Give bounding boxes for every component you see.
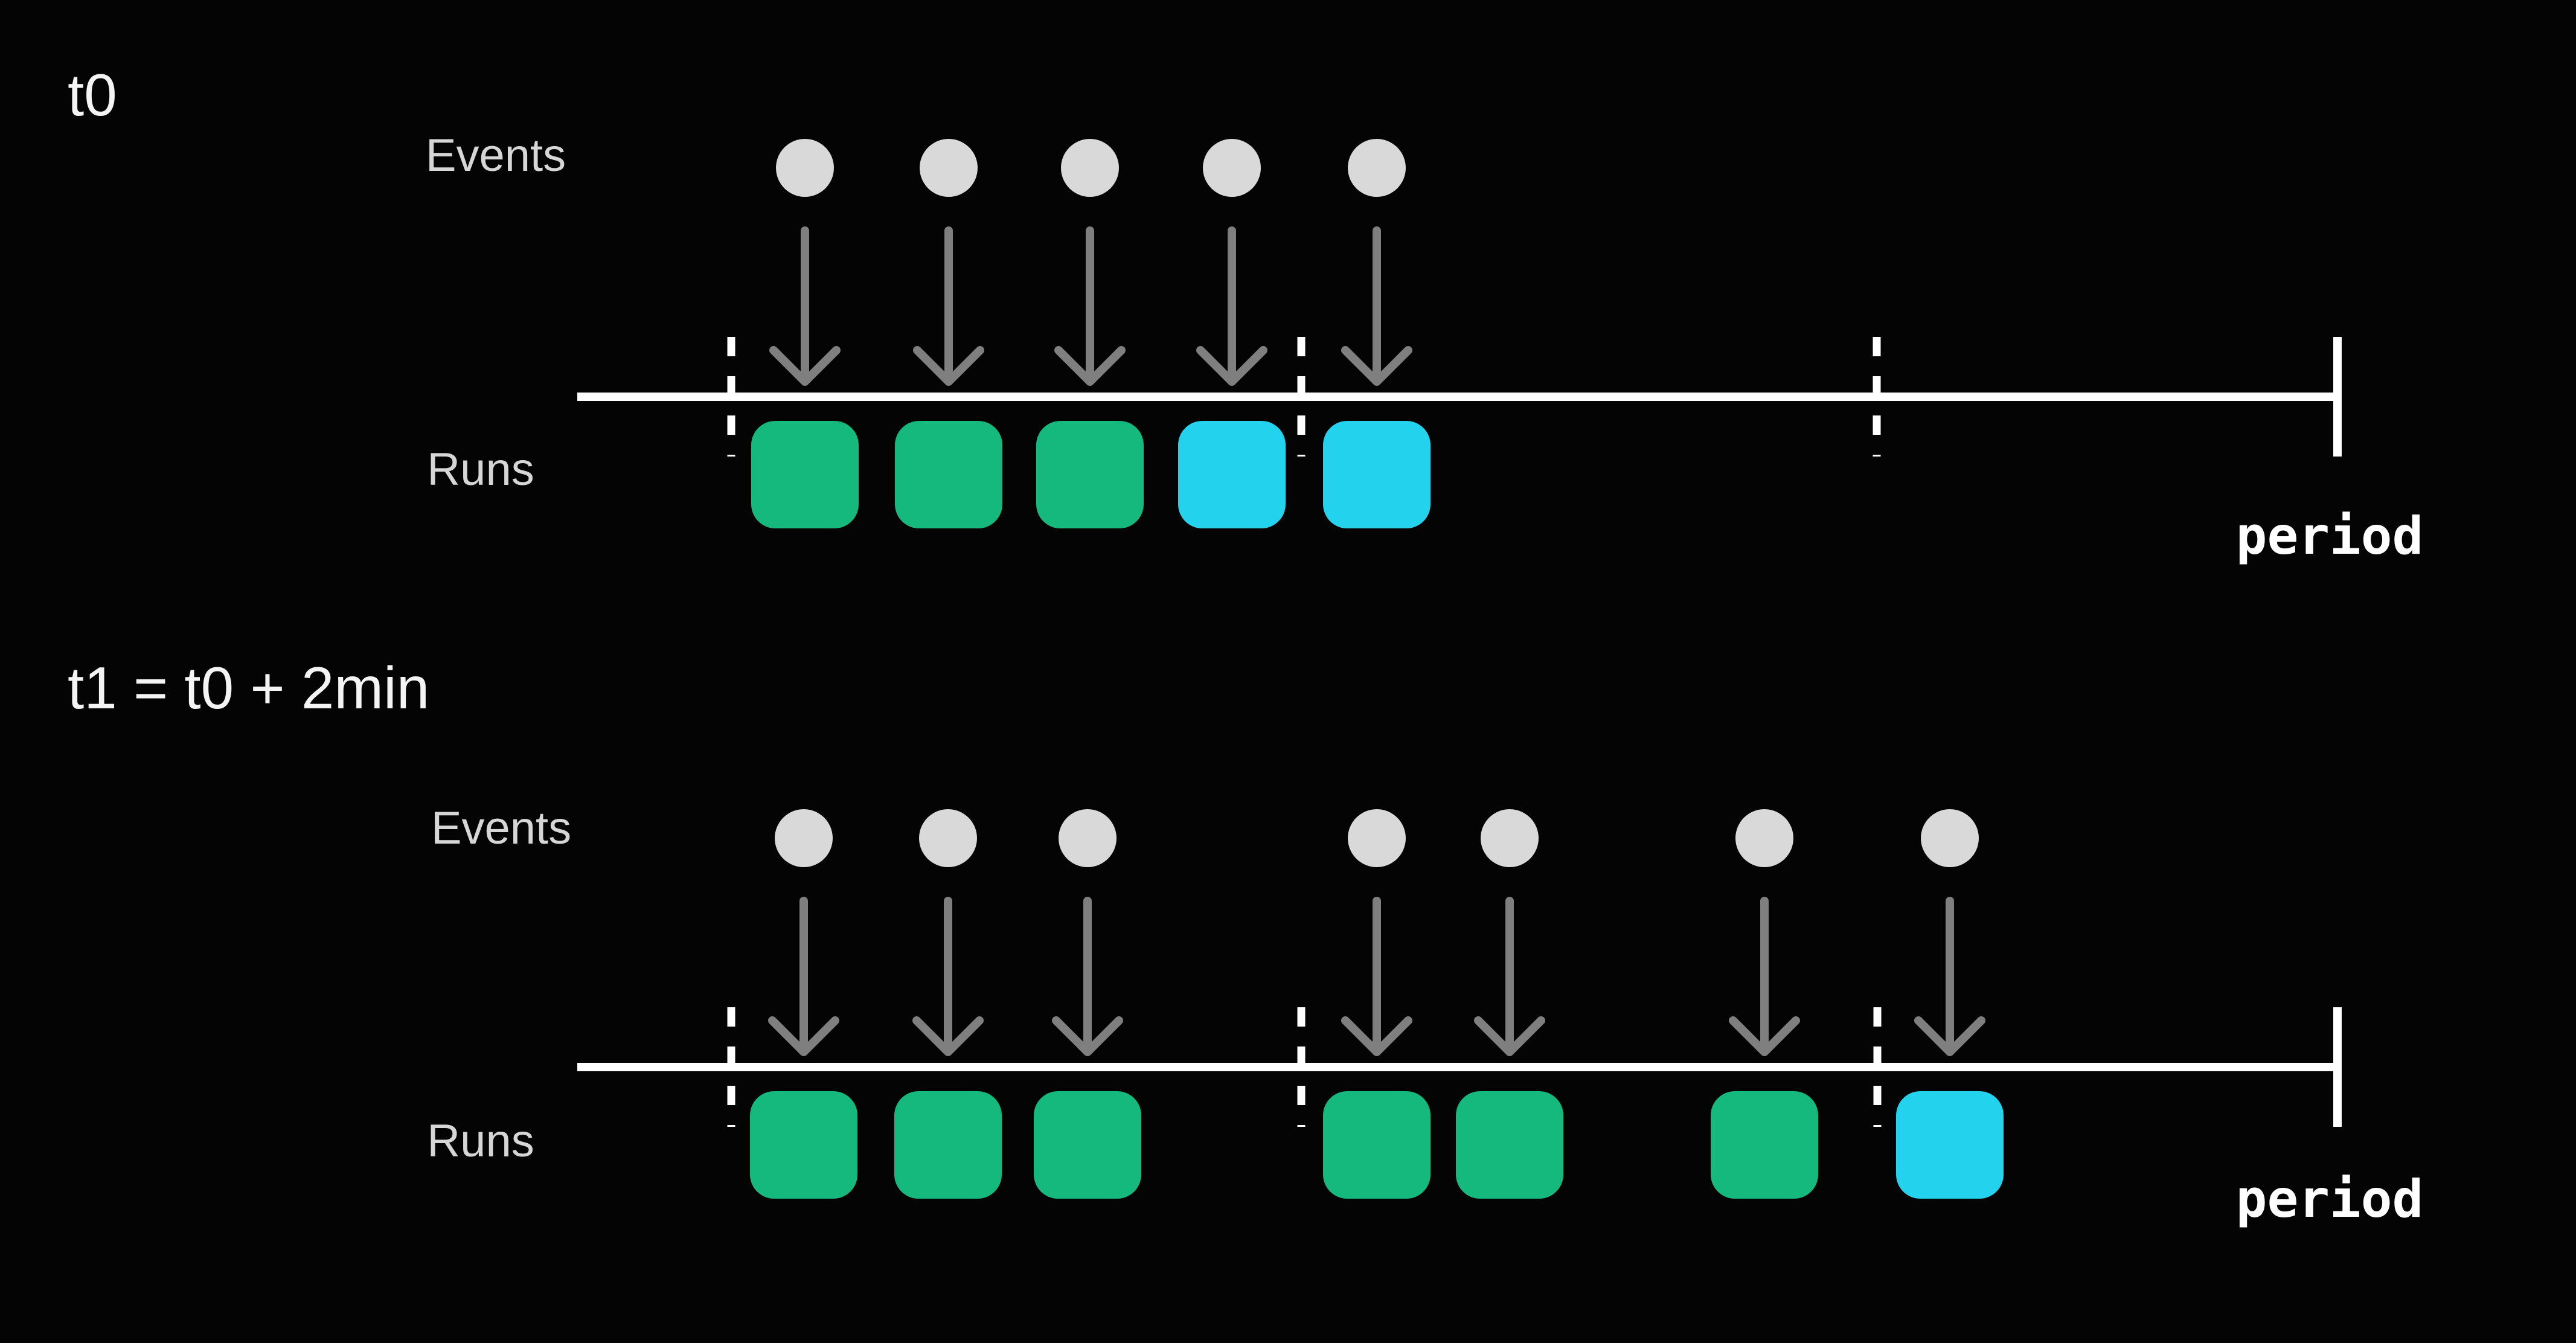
event-arrow-icon <box>1729 897 1800 1056</box>
run-box-cyan <box>1323 421 1431 528</box>
events-row-label: Events <box>431 803 572 854</box>
event-arrow-icon <box>912 897 984 1056</box>
event-arrow-icon <box>913 226 984 386</box>
period-boundary-dashed-line <box>727 337 735 457</box>
period-boundary-dashed-line <box>727 1007 735 1127</box>
period-boundary-dashed-line <box>1873 337 1881 457</box>
diagram-title: t0 <box>68 62 117 128</box>
run-box-cyan <box>1896 1091 2004 1199</box>
run-box-green <box>894 1091 1002 1199</box>
run-box-green <box>751 421 859 528</box>
event-dot <box>919 809 977 867</box>
event-dot <box>1735 809 1793 867</box>
event-dot <box>1348 809 1406 867</box>
event-dot <box>1481 809 1539 867</box>
events-row-label: Events <box>425 130 566 181</box>
event-arrow-icon <box>769 226 841 386</box>
period-label: period <box>2235 1169 2424 1229</box>
run-box-green <box>1036 421 1144 528</box>
timeline-axis <box>577 1063 2337 1071</box>
run-box-green <box>1323 1091 1431 1199</box>
event-dot <box>1203 139 1261 197</box>
event-dot <box>920 139 978 197</box>
timeline-axis <box>577 393 2337 401</box>
run-box-green <box>1711 1091 1818 1199</box>
run-box-green <box>1456 1091 1563 1199</box>
timeline-end-tick <box>2333 337 2342 457</box>
run-box-green <box>1034 1091 1141 1199</box>
event-dot <box>1061 139 1119 197</box>
period-label: period <box>2235 506 2424 566</box>
event-arrow-icon <box>1341 897 1412 1056</box>
period-boundary-dashed-line <box>1873 1007 1882 1127</box>
period-boundary-dashed-line <box>1297 1007 1306 1127</box>
event-arrow-icon <box>1054 226 1126 386</box>
run-box-green <box>750 1091 857 1199</box>
event-arrow-icon <box>1341 226 1412 386</box>
run-box-green <box>895 421 1002 528</box>
run-box-cyan <box>1178 421 1286 528</box>
event-arrow-icon <box>1052 897 1123 1056</box>
event-dot <box>1921 809 1979 867</box>
event-dot <box>776 139 834 197</box>
runs-row-label: Runs <box>427 444 534 495</box>
diagram-title: t1 = t0 + 2min <box>68 655 430 721</box>
timeline-end-tick <box>2333 1007 2342 1127</box>
event-dot <box>1348 139 1406 197</box>
event-arrow-icon <box>1474 897 1545 1056</box>
runs-row-label: Runs <box>427 1115 534 1167</box>
event-arrow-icon <box>1914 897 1985 1056</box>
event-dot <box>1059 809 1117 867</box>
period-boundary-dashed-line <box>1297 337 1306 457</box>
event-arrow-icon <box>768 897 839 1056</box>
event-dot <box>775 809 833 867</box>
event-arrow-icon <box>1196 226 1267 386</box>
